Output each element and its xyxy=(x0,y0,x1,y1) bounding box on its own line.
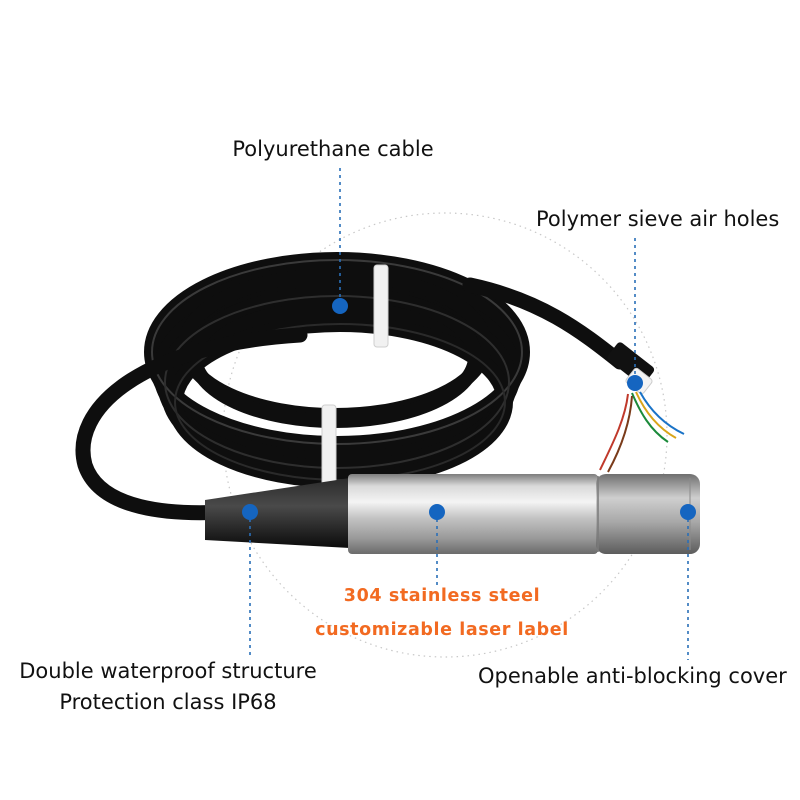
marker-dot-cable xyxy=(332,298,348,314)
marker-dots xyxy=(242,298,696,520)
callout-polymer-sieve-air-holes: Polymer sieve air holes xyxy=(536,207,780,231)
probe-boot xyxy=(205,478,350,548)
marker-dot-cover xyxy=(680,504,696,520)
cable-tie-top xyxy=(373,264,389,348)
marker-dot-waterproof xyxy=(242,504,258,520)
probe-steel-body xyxy=(348,474,598,554)
highlight-laser-label: customizable laser label xyxy=(315,620,569,640)
callout-protection-class: Protection class IP68 xyxy=(59,690,277,714)
cable-end xyxy=(599,342,685,473)
cable-tie-bottom xyxy=(321,404,337,488)
marker-dot-steel xyxy=(429,504,445,520)
highlight-stainless-steel: 304 stainless steel xyxy=(343,586,541,606)
leader-lines xyxy=(249,168,689,660)
marker-dot-air-holes xyxy=(627,375,643,391)
callout-openable-anti-blocking-cover: Openable anti-blocking cover xyxy=(478,664,787,688)
decorative-dotted-circle xyxy=(222,212,668,658)
callout-polyurethane-cable: Polyurethane cable xyxy=(232,137,434,161)
probe-end-cap xyxy=(596,474,700,554)
callout-double-waterproof-structure: Double waterproof structure xyxy=(19,659,317,683)
